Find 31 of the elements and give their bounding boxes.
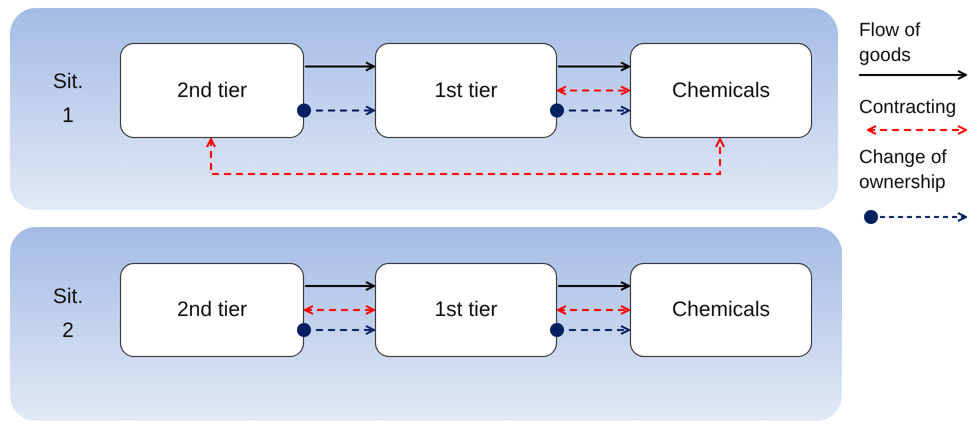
process-box bbox=[630, 43, 812, 138]
situation-label: Sit. 1 bbox=[52, 69, 84, 129]
situation-panel bbox=[10, 227, 842, 421]
arrow bbox=[558, 62, 630, 72]
process-box bbox=[375, 263, 557, 357]
arrow bbox=[550, 104, 630, 118]
process-box bbox=[120, 43, 304, 138]
legend-label: Contracting bbox=[859, 96, 958, 120]
tier-label: 1st tier bbox=[434, 298, 498, 322]
arrow bbox=[297, 323, 375, 337]
arrow bbox=[550, 323, 630, 337]
arrow bbox=[558, 281, 630, 291]
arrow bbox=[305, 281, 375, 291]
arrow bbox=[557, 305, 630, 315]
tier-label: Chemicals bbox=[672, 298, 770, 322]
situation-label: Sit. 2 bbox=[52, 284, 84, 344]
tier-label: Chemicals bbox=[672, 78, 770, 102]
process-box bbox=[120, 263, 304, 357]
process-box bbox=[375, 43, 557, 138]
legend-label: Flow of goods bbox=[859, 19, 922, 68]
arrow bbox=[557, 86, 630, 96]
arrow bbox=[305, 62, 375, 72]
arrow bbox=[206, 138, 725, 175]
arrow bbox=[297, 104, 375, 118]
tier-label: 1st tier bbox=[434, 78, 498, 102]
legend-label: Change of ownership bbox=[859, 146, 948, 195]
tier-label: 2nd tier bbox=[176, 78, 248, 102]
situation-panel bbox=[10, 8, 838, 210]
tier-label: 2nd tier bbox=[176, 298, 248, 322]
arrow bbox=[304, 305, 375, 315]
process-box bbox=[630, 263, 812, 357]
